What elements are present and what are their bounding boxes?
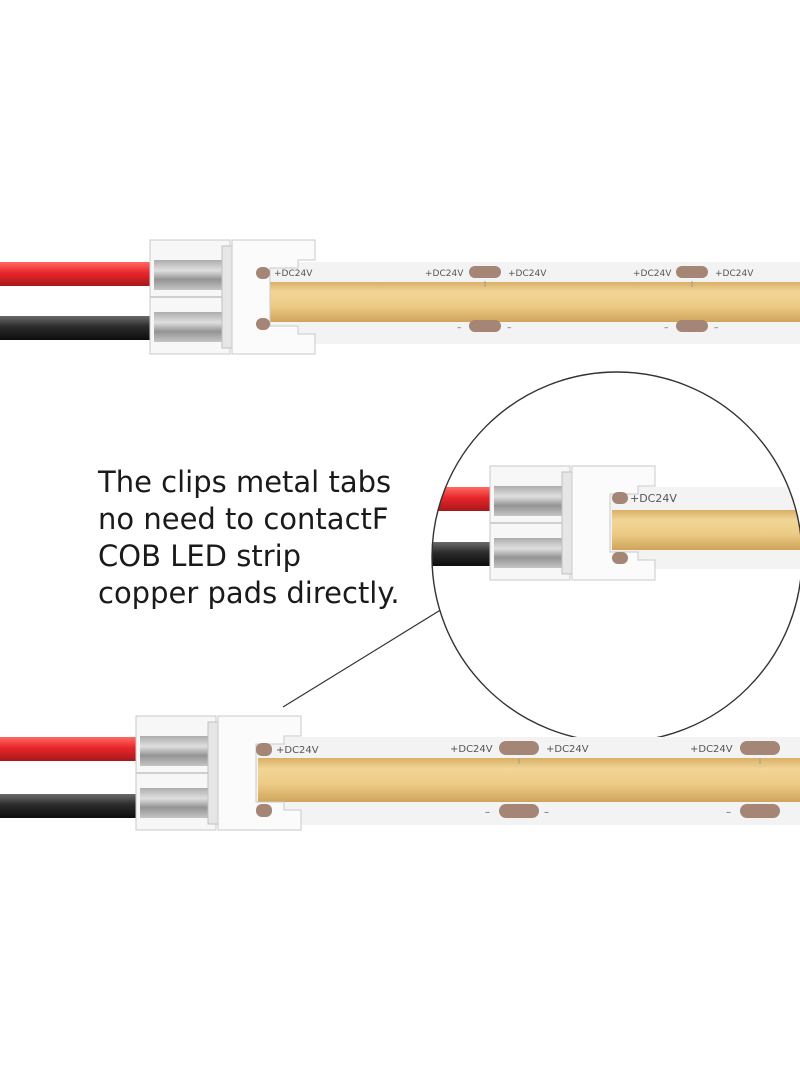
negative-label: – — [485, 807, 490, 818]
zoom-pointer-line — [282, 605, 448, 708]
red-wire — [0, 737, 146, 761]
positive-label: +DC24V — [630, 492, 677, 505]
black-wire — [0, 794, 146, 818]
bottom-strip-assembly: +DC24V +DC24V +DC24V – – +DC24V – — [0, 715, 800, 831]
copper-pad — [256, 267, 270, 279]
positive-label: +DC24V — [274, 269, 313, 279]
copper-pad — [469, 266, 501, 278]
positive-label: +DC24V — [508, 269, 547, 279]
copper-pad — [256, 743, 272, 756]
negative-label: – — [544, 807, 549, 818]
copper-pad — [499, 804, 539, 818]
caption-line-3: COB LED strip — [98, 539, 302, 573]
caption-text: The clips metal tabs no need to contactF… — [98, 464, 428, 612]
positive-label: +DC24V — [276, 745, 319, 756]
black-wire — [0, 316, 160, 340]
negative-label: – — [507, 323, 512, 333]
copper-pad — [612, 552, 628, 564]
cob-phosphor-band — [612, 510, 800, 550]
negative-label: – — [457, 323, 462, 333]
negative-label: – — [664, 323, 669, 333]
positive-label: +DC24V — [715, 269, 754, 279]
copper-pad — [612, 492, 628, 504]
copper-pad — [499, 741, 539, 755]
cob-phosphor-band — [258, 282, 800, 322]
copper-pad — [256, 804, 272, 817]
caption-line-4: copper pads directly. — [98, 576, 400, 610]
caption-line-2: no need to contactF — [98, 502, 389, 536]
copper-pad — [740, 804, 780, 818]
positive-label: +DC24V — [633, 269, 672, 279]
positive-label: +DC24V — [450, 744, 493, 755]
copper-pad — [256, 318, 270, 330]
positive-label: +DC24V — [690, 744, 733, 755]
positive-label: +DC24V — [546, 744, 589, 755]
copper-pad — [676, 266, 708, 278]
cob-phosphor-band — [258, 758, 800, 802]
negative-label: – — [714, 323, 719, 333]
copper-pad — [740, 741, 780, 755]
negative-label: – — [726, 807, 731, 818]
copper-pad — [469, 320, 501, 332]
black-wire — [432, 542, 500, 566]
copper-pad — [676, 320, 708, 332]
top-strip-assembly: +DC24V +DC24V +DC24V – – +DC24V +DC24V –… — [0, 239, 800, 355]
zoom-magnifier: +DC24V — [282, 371, 800, 743]
positive-label: +DC24V — [425, 269, 464, 279]
red-wire — [0, 262, 160, 286]
caption-line-1: The clips metal tabs — [98, 465, 392, 499]
